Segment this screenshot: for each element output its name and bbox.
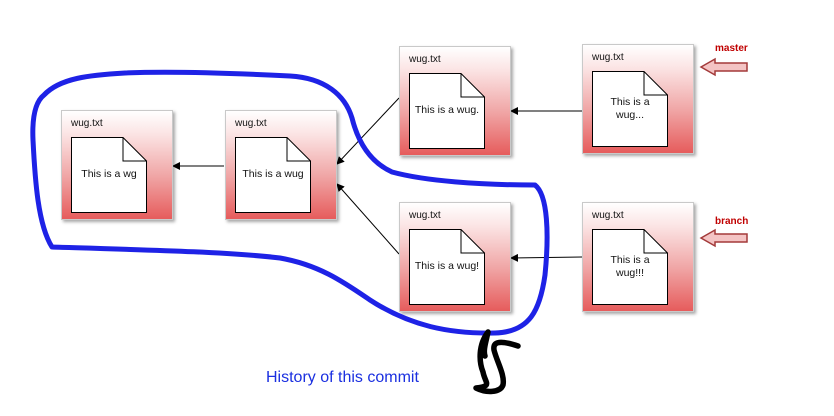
file-content: This is a wg	[81, 168, 137, 181]
document-icon: This is a wug!!!	[592, 229, 668, 305]
commit-6: wug.txt This is a wug!!!	[582, 202, 694, 312]
commit-filename: wug.txt	[592, 210, 624, 221]
ref-master-label: master	[715, 43, 748, 54]
commit-1: wug.txt This is a wg	[61, 110, 173, 220]
commit-2: wug.txt This is a wug	[225, 110, 337, 220]
document-icon: This is a wug.	[409, 73, 485, 149]
document-icon: This is a wug	[235, 137, 311, 213]
pointer-arrow-icon	[473, 329, 521, 395]
ref-master-arrow-icon	[699, 57, 748, 77]
commit-3: wug.txt This is a wug.	[399, 46, 511, 156]
file-content: This is a wug.	[414, 104, 480, 117]
ref-branch-label: branch	[715, 216, 749, 227]
document-icon: This is a wg	[71, 137, 147, 213]
file-content: This is a wug	[242, 168, 304, 181]
file-content: This is a wug...	[610, 95, 650, 121]
commit-5: wug.txt This is a wug...	[582, 44, 694, 154]
document-icon: This is a wug!	[409, 229, 485, 305]
commit-filename: wug.txt	[71, 118, 103, 129]
commit-filename: wug.txt	[409, 210, 441, 221]
document-icon: This is a wug...	[592, 71, 668, 147]
arrow-c4-to-c2	[336, 183, 400, 255]
commit-filename: wug.txt	[235, 118, 267, 129]
commit-4: wug.txt This is a wug!	[399, 202, 511, 312]
arrow-c3-to-c2	[336, 97, 400, 165]
file-content: This is a wug!	[414, 260, 480, 273]
history-caption: History of this commit	[266, 369, 419, 386]
file-content: This is a wug!!!	[610, 253, 650, 279]
commit-filename: wug.txt	[409, 54, 441, 65]
commit-filename: wug.txt	[592, 52, 624, 63]
arrow-c6-to-c4	[510, 253, 583, 262]
ref-branch-arrow-icon	[699, 228, 748, 248]
